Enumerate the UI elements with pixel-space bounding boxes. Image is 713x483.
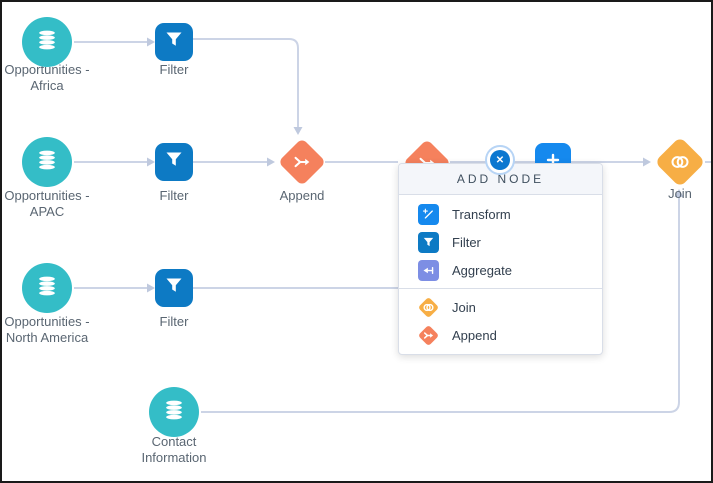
add-node-popup: ADD NODE Transform Filter	[398, 163, 603, 355]
node-label: Append	[279, 188, 325, 203]
node-label: Filter	[159, 62, 189, 77]
dataset-node-contact-information[interactable]	[149, 387, 199, 437]
menu-item-label: Join	[452, 299, 476, 315]
filter-node-1[interactable]	[155, 23, 193, 61]
node-label: Join	[668, 186, 692, 201]
join-node[interactable]	[654, 136, 706, 188]
aggregate-icon	[418, 259, 439, 281]
database-icon	[34, 273, 60, 304]
filter-node-3[interactable]	[155, 269, 193, 307]
database-icon	[34, 147, 60, 178]
append-icon	[417, 324, 440, 346]
menu-item-aggregate[interactable]: Aggregate	[399, 256, 602, 284]
menu-item-transform[interactable]: Transform	[399, 200, 602, 228]
database-icon	[161, 397, 187, 428]
node-label: Opportunities - North America	[4, 314, 90, 345]
append-node-1[interactable]	[277, 137, 327, 187]
join-icon	[417, 296, 440, 318]
close-popup-button[interactable]: ✕	[485, 145, 515, 175]
join-icon	[668, 150, 692, 174]
filter-icon	[418, 231, 439, 253]
menu-item-label: Append	[452, 327, 497, 343]
edge	[193, 38, 299, 127]
database-icon	[34, 27, 60, 58]
edge	[201, 196, 680, 413]
dataset-node-opportunities-africa[interactable]	[22, 17, 72, 67]
append-icon	[291, 151, 313, 173]
menu-item-append[interactable]: Append	[399, 321, 602, 349]
node-label: Opportunities - APAC	[4, 188, 90, 219]
filter-node-2[interactable]	[155, 143, 193, 181]
node-label: Opportunities - Africa	[4, 62, 90, 93]
close-icon: ✕	[490, 150, 510, 170]
add-node-menu: Transform Filter Aggregate	[399, 195, 602, 354]
node-label: Filter	[159, 314, 189, 329]
funnel-icon	[162, 28, 186, 57]
dataset-node-opportunities-apac[interactable]	[22, 137, 72, 187]
funnel-icon	[162, 274, 186, 303]
menu-item-label: Filter	[452, 234, 481, 250]
menu-divider	[399, 288, 602, 289]
transform-icon	[418, 203, 439, 225]
node-label: Filter	[159, 188, 189, 203]
menu-item-label: Aggregate	[452, 262, 512, 278]
menu-item-label: Transform	[452, 206, 511, 222]
dataset-node-opportunities-north-america[interactable]	[22, 263, 72, 313]
menu-item-join[interactable]: Join	[399, 293, 602, 321]
node-label: Contact Information	[141, 434, 207, 465]
funnel-icon	[162, 148, 186, 177]
menu-item-filter[interactable]: Filter	[399, 228, 602, 256]
